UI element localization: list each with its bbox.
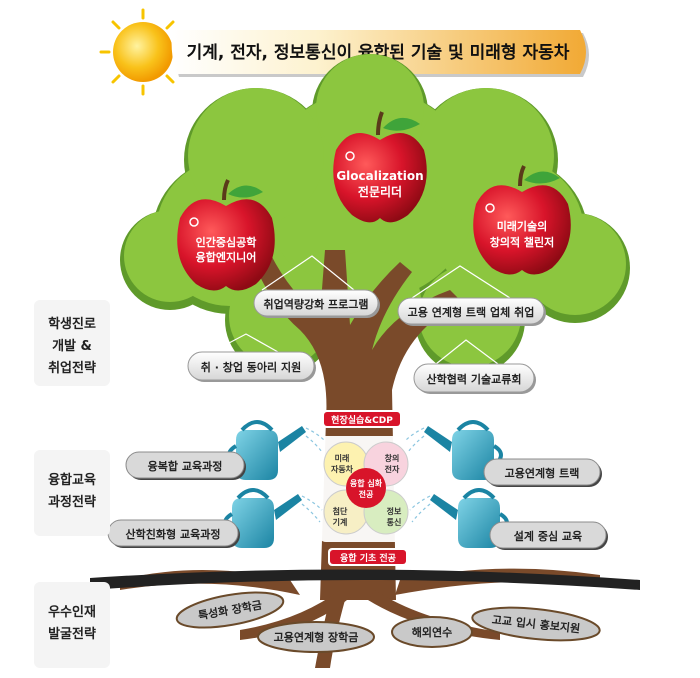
circle-future-car-line1: 미래 [335,453,350,463]
circle-future-car-line2: 자동차 [331,464,354,474]
side-student-career-line2: 개발 & [52,338,92,354]
apple-glocalization: Glocalization 전문리더 [333,111,427,223]
root-employment-scholarship: 고용연계형 장학금 [257,621,375,653]
root-highschool-promotion: 고교 입시 홍보지원 [471,606,601,642]
ground [90,569,640,590]
pill-industry-exchange-text: 산학협력 기술교류회 [427,372,522,386]
pill-industry-course-text: 산학친화형 교육과정 [126,527,221,541]
root-overseas-training: 해외연수 [391,616,473,648]
side-curriculum-line1: 융합교육 [48,472,96,488]
page-title: 기계, 전자, 정보통신이 융합된 기술 및 미래형 자동차 [187,42,570,63]
side-talent: 우수인재 발굴전략 [34,582,110,668]
pill-convergence-course-text: 융복합 교육과정 [148,459,223,473]
root-employment-scholarship-text: 고용연계형 장학금 [274,630,359,644]
side-student-career-line1: 학생진로 [48,316,96,332]
pill-employment-program: 취업역량강화 프로그램 [253,289,380,318]
pill-industry-exchange: 산학협력 기술교류회 [413,363,536,394]
canopy-connectors [211,255,511,365]
banner-field-practice-text: 현장실습&CDP [331,414,393,426]
apple-future-challenger: 미래기술의 창의적 챌린저 [473,165,571,275]
pill-design-education: 설계 중심 교육 [489,521,608,550]
sun-icon [99,8,187,96]
pill-employment-track-text: 고용연계형 트랙 [505,466,580,480]
circle-center-line1: 융합 심화 [350,478,383,488]
apple-human-engineering-line2: 융합엔지니어 [196,250,257,264]
banner-basic-major-text: 융합 기초 전공 [340,552,396,564]
root-specialized-scholarship: 특성화 장학금 [175,591,285,629]
banner-basic-major: 융합 기초 전공 [328,548,408,566]
pill-convergence-course: 융복합 교육과정 [125,451,246,480]
apple-glocalization-line1: Glocalization [336,169,423,183]
circle-info-comm-line2: 통신 [387,517,402,527]
side-talent-line2: 발굴전략 [48,626,96,642]
circle-info-comm-line1: 정보 [387,506,402,516]
apple-future-challenger-line1: 미래기술의 [497,219,548,233]
pill-industry-course: 산학친화형 교육과정 [107,519,240,548]
apple-glocalization-line2: 전문리더 [358,184,402,199]
pill-club-support: 취 · 창업 동아리 지원 [187,351,316,382]
side-student-career: 학생진로 개발 & 취업전략 [34,300,110,386]
side-talent-line1: 우수인재 [48,604,96,620]
side-curriculum: 융합교육 과정전략 [34,450,110,536]
circle-creative-electronics-line2: 전자 [385,464,400,474]
side-curriculum-line2: 과정전략 [48,494,96,510]
title-bar: 기계, 전자, 정보통신이 융합된 기술 및 미래형 자동차 [171,30,589,77]
root-overseas-training-text: 해외연수 [412,625,452,639]
pill-design-education-text: 설계 중심 교육 [514,529,582,543]
apple-human-engineering: 인간중심공학 융합엔지니어 [177,179,275,291]
pill-track-employment-text: 고용 연계형 트랙 업체 취업 [408,305,535,319]
convergence-circles: 미래 자동차 창의 전자 첨단 기계 정보 통신 융합 심화 전공 [318,436,414,542]
side-student-career-line3: 취업전략 [48,360,96,376]
apple-human-engineering-line1: 인간중심공학 [196,235,257,249]
pill-track-employment: 고용 연계형 트랙 업체 취업 [397,297,546,326]
circle-creative-electronics-line1: 창의 [385,453,400,463]
watering-can-icon [223,488,323,548]
circle-center-line2: 전공 [359,489,374,499]
banner-field-practice: 현장실습&CDP [322,410,402,428]
pill-club-support-text: 취 · 창업 동아리 지원 [201,360,301,374]
apple-future-challenger-line2: 창의적 챌린저 [490,235,555,249]
pill-employment-program-text: 취업역량강화 프로그램 [263,297,368,311]
circle-advanced-machine-line2: 기계 [333,517,348,527]
circle-advanced-machine-line1: 첨단 [333,506,348,516]
pill-employment-track: 고용연계형 트랙 [483,458,602,487]
